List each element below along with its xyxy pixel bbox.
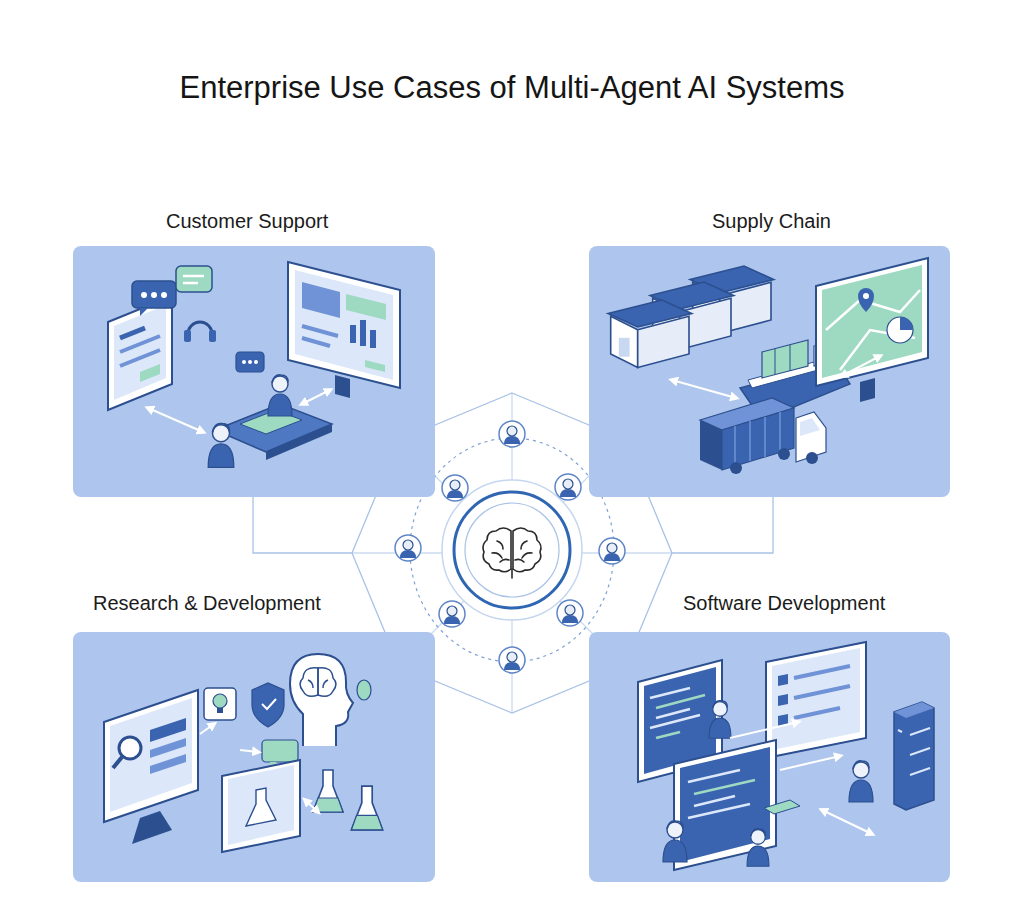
core-brain xyxy=(492,541,509,562)
agent-orbit xyxy=(410,438,614,662)
hub-lines xyxy=(672,497,773,553)
core-brain xyxy=(511,569,513,578)
agent-icons xyxy=(395,535,421,561)
panel-heading: Software Development xyxy=(683,591,885,615)
agent-icons xyxy=(599,538,625,564)
agent-icons xyxy=(442,475,468,501)
agent-icons xyxy=(499,647,525,673)
agent-icons xyxy=(499,421,525,447)
agent-icons xyxy=(555,474,581,500)
core-brain xyxy=(515,541,532,562)
panel-heading: Customer Support xyxy=(166,209,328,233)
core-brain xyxy=(483,528,541,578)
use-case-panel: Supply Chain xyxy=(589,246,950,497)
core-brain xyxy=(454,492,570,608)
hub-lines xyxy=(253,497,352,553)
panel-heading: Supply Chain xyxy=(712,209,831,233)
core-brain xyxy=(442,480,582,620)
diagram-title: Enterprise Use Cases of Multi-Agent AI S… xyxy=(0,68,1024,108)
core-brain xyxy=(465,503,559,597)
agent-icons xyxy=(557,600,583,626)
agent-orbit xyxy=(410,438,614,662)
use-case-panel: Customer Support xyxy=(73,246,435,497)
use-case-panel: Research & Development xyxy=(73,632,435,882)
use-case-panel: Software Development xyxy=(589,632,950,882)
agent-icons xyxy=(439,601,465,627)
core-brain xyxy=(442,480,582,620)
panel-heading: Research & Development xyxy=(93,591,321,615)
core-brain xyxy=(483,528,511,572)
core-brain xyxy=(513,528,541,572)
